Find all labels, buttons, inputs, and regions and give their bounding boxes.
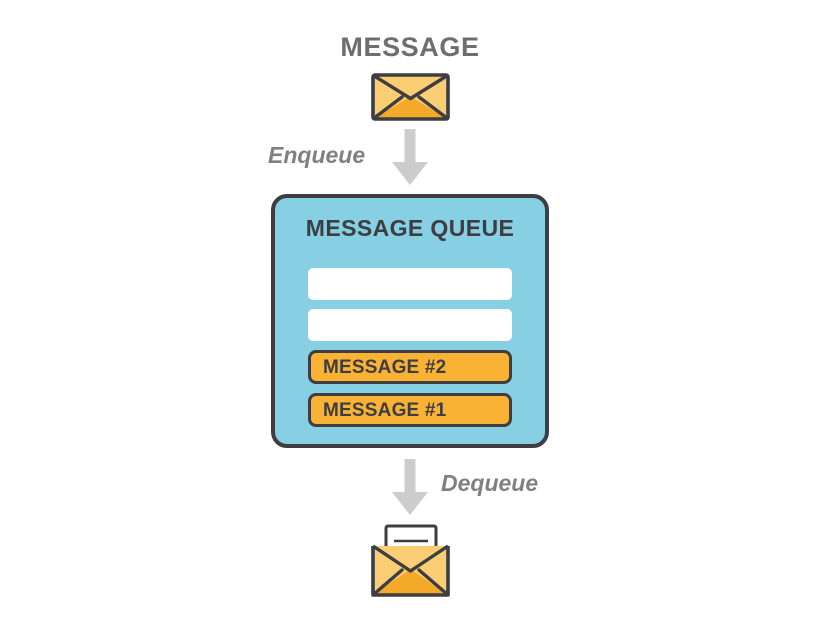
message-queue-box: MESSAGE QUEUE MESSAGE #2 MESSAGE #1 — [271, 194, 549, 448]
queue-slot-message-1[interactable]: MESSAGE #1 — [308, 393, 512, 427]
dequeue-label: Dequeue — [441, 470, 539, 496]
queue-slot-empty — [308, 309, 512, 341]
page-title: MESSAGE — [340, 32, 480, 62]
queue-slot-list: MESSAGE #2 MESSAGE #1 — [308, 268, 512, 427]
queue-title: MESSAGE QUEUE — [305, 215, 515, 241]
queue-slot-empty — [308, 268, 512, 300]
envelope-closed-icon — [371, 73, 450, 121]
envelope-open-letter-icon — [371, 524, 450, 599]
queue-slot-label: MESSAGE #2 — [323, 356, 447, 378]
queue-slot-label: MESSAGE #1 — [323, 399, 447, 421]
arrow-down-icon — [390, 129, 430, 185]
arrow-down-icon — [390, 459, 430, 515]
enqueue-label: Enqueue — [268, 142, 366, 168]
queue-slot-message-2[interactable]: MESSAGE #2 — [308, 350, 512, 384]
